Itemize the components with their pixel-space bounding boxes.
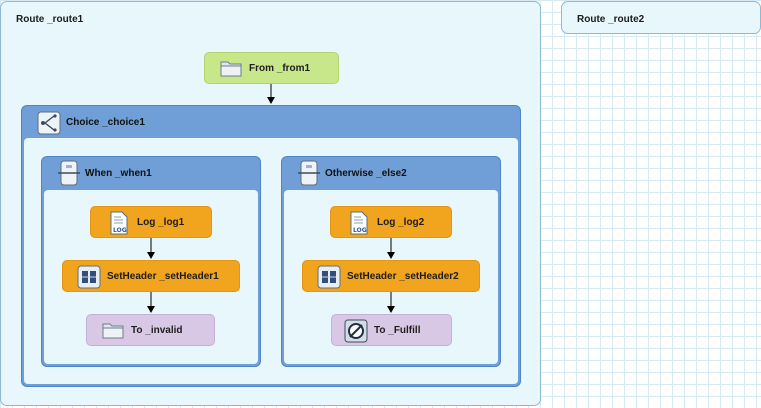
otherwise-label: Otherwise _else2 [325,168,407,179]
when-icon [57,160,81,186]
folder-icon [101,319,125,341]
log-node[interactable]: LOG Log _log1 [90,206,212,238]
log-label: Log _log1 [137,216,185,228]
setheader-label: SetHeader _setHeader2 [347,270,459,282]
log-icon: LOG [347,211,371,235]
connector-from-choice [267,84,275,104]
setheader-node[interactable]: SetHeader _setHeader1 [62,260,240,292]
connector-setheader1-to [147,292,155,313]
log-node[interactable]: LOG Log _log2 [330,206,452,238]
svg-text:LOG: LOG [113,227,127,234]
log-label: Log _log2 [377,216,425,228]
to-node[interactable]: To _Fulfill [331,314,452,346]
log-icon: LOG [107,211,131,235]
folder-icon [219,57,243,79]
setheader-node[interactable]: SetHeader _setHeader2 [302,260,480,292]
route-title: Route _route1 [16,14,84,25]
endpoint-icon [344,319,368,343]
to-label: To _Fulfill [374,324,421,336]
from-label: From _from1 [249,62,311,74]
setheader-label: SetHeader _setHeader1 [107,270,219,282]
to-node[interactable]: To _invalid [86,314,215,346]
setheader-icon [77,265,101,289]
choice-icon [37,111,61,135]
otherwise-icon [297,160,321,186]
connector-log2-setheader2 [387,238,395,259]
setheader-icon [317,265,341,289]
route-title: Route _route2 [577,14,645,25]
from-node[interactable]: From _from1 [204,52,339,84]
route-route2[interactable]: Route _route2 [561,1,761,34]
svg-text:LOG: LOG [353,227,367,234]
to-label: To _invalid [131,324,183,336]
when-label: When _when1 [85,168,152,179]
choice-label: Choice _choice1 [66,117,145,128]
connector-log1-setheader1 [147,238,155,259]
connector-setheader2-to [387,292,395,313]
